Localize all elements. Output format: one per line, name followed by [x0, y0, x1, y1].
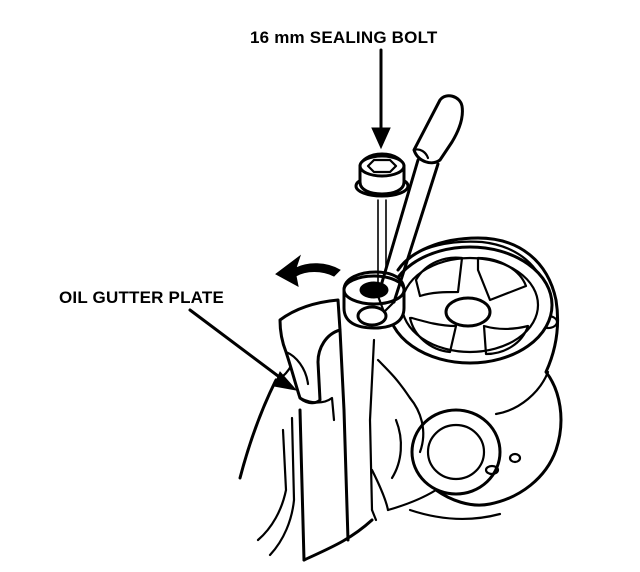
engine-block [238, 328, 412, 562]
gutter-leader-arrow [188, 308, 298, 391]
rotation-arrow [275, 254, 341, 287]
sealing-bolt [354, 152, 410, 198]
oil-gutter-plate [278, 298, 342, 422]
guide-lines [377, 199, 387, 283]
pulley [386, 245, 554, 365]
oil-gutter-plate-label: OIL GUTTER PLATE [59, 288, 225, 307]
bolt-leader-arrow [371, 48, 391, 150]
screwdriver [376, 94, 464, 314]
engine-housing [386, 236, 563, 521]
sealing-bolt-label: 16 mm SEALING BOLT [250, 28, 438, 47]
